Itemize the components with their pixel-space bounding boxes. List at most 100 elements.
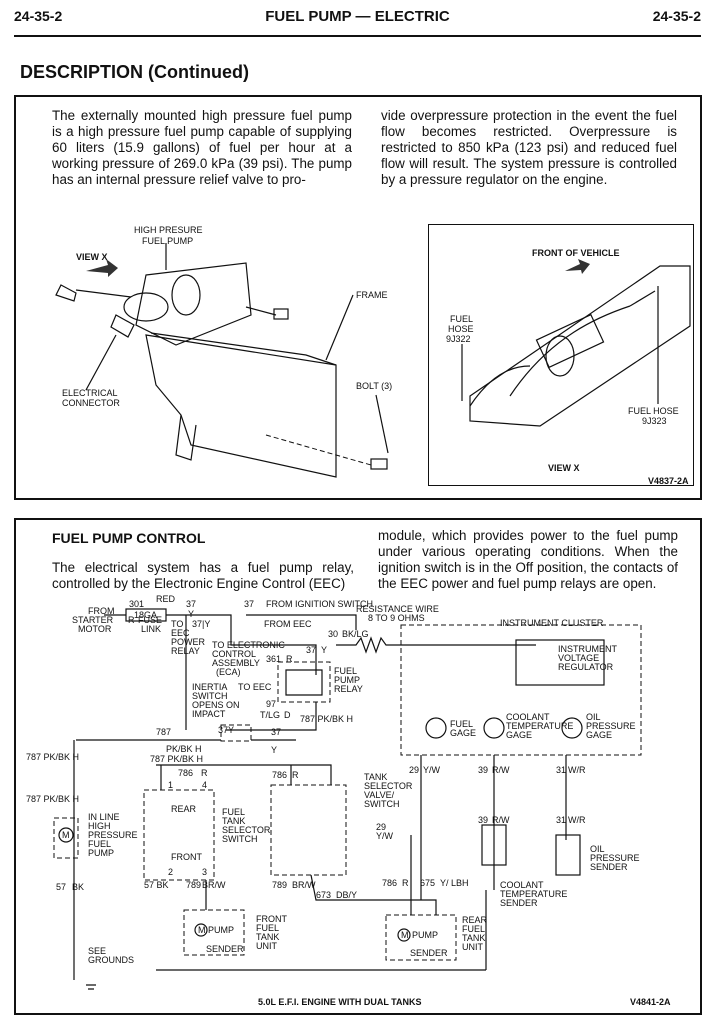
- page-header: 24-35-2 FUEL PUMP — ELECTRIC 24-35-2: [14, 8, 701, 30]
- sch-pkbkh: PK/BK H: [166, 744, 202, 754]
- sch-front-unit-3: TANK: [256, 932, 279, 942]
- label-view-x: VIEW X: [76, 252, 108, 262]
- sch-w789b: 789: [272, 880, 287, 890]
- sch-fuse-link-2: LINK: [141, 624, 161, 634]
- sch-fuse: 18GA: [134, 610, 157, 620]
- sch-to-eec: TO EEC: [238, 682, 272, 692]
- sch-w37a: 37: [186, 599, 196, 609]
- sch-yw2: Y/W: [376, 831, 394, 841]
- sch-relay-3: RELAY: [334, 684, 363, 694]
- sch-ylbh: Y/ LBH: [440, 878, 469, 888]
- sch-instrument-cluster: INSTRUMENT CLUSTER: [500, 618, 604, 628]
- control-title: FUEL PUMP CONTROL: [52, 530, 206, 546]
- sch-r4: R: [292, 770, 299, 780]
- sch-bk: BK: [72, 882, 84, 892]
- sch-front-unit-2: FUEL: [256, 923, 279, 933]
- sch-wr2: W/R: [568, 815, 586, 825]
- control-left-column: The electrical system has a fuel pump re…: [52, 560, 354, 591]
- sch-inertia-1: INERTIA: [192, 682, 227, 692]
- sch-y3: Y: [271, 745, 277, 755]
- schematic-caption: 5.0L E.F.I. ENGINE WITH DUAL TANKS: [258, 997, 422, 1007]
- sch-dby: DB/Y: [336, 890, 357, 900]
- view-x-inset: [428, 224, 694, 486]
- sch-from-starter-1: FROM: [88, 606, 115, 616]
- control-right-column: module, which provides power to the fuel…: [378, 528, 678, 591]
- sch-ivr-3: REGULATOR: [558, 662, 614, 672]
- sch-to-eec-power-1: TO: [171, 619, 183, 629]
- sch-w39b: 39: [478, 815, 488, 825]
- sch-ivr-2: VOLTAGE: [558, 653, 599, 663]
- sch-n4: 4: [202, 780, 207, 790]
- inset-view-x-label: VIEW X: [548, 463, 580, 473]
- sch-coolant-gage-1: COOLANT: [506, 712, 550, 722]
- sch-w787e: 787 PK/BK H: [26, 794, 79, 804]
- sch-r3: R: [201, 768, 208, 778]
- sch-front-unit-1: FRONT: [256, 914, 287, 924]
- sch-rear-unit-1: REAR: [462, 915, 488, 925]
- description-box: [14, 95, 702, 500]
- inset-hose-right-2: 9J323: [642, 416, 667, 426]
- sch-w37y: 37|Y: [192, 619, 210, 629]
- sch-to-eec-power-4: RELAY: [171, 646, 200, 656]
- sch-r5: R: [402, 878, 409, 888]
- sch-to-eca-3: ASSEMBLY: [212, 658, 260, 668]
- sch-inertia-4: IMPACT: [192, 709, 226, 719]
- sch-from-starter-2: STARTER: [72, 615, 114, 625]
- sch-w301: 301: [129, 599, 144, 609]
- sch-front-selector-4: SWITCH: [222, 834, 258, 844]
- sch-oil-sender-1: OIL: [590, 844, 605, 854]
- sch-tank-selector-1: TANK: [364, 772, 387, 782]
- sch-w786c: 786: [382, 878, 397, 888]
- sch-inline-5: PUMP: [88, 848, 114, 858]
- sch-from-eec: FROM EEC: [264, 619, 312, 629]
- sch-tank-selector-4: SWITCH: [364, 799, 400, 809]
- sch-n3: 3: [202, 867, 207, 877]
- description-left-column: The externally mounted high pressure fue…: [52, 108, 352, 187]
- sch-front-unit-4: UNIT: [256, 941, 277, 951]
- sch-see-grounds-1: SEE: [88, 946, 106, 956]
- sch-tank-selector-2: SELECTOR: [364, 781, 413, 791]
- inset-hose-left-1: FUEL: [450, 314, 473, 324]
- inset-hose-left-2: HOSE: [448, 324, 474, 334]
- label-high-pressure-pump-1: HIGH PRESURE: [134, 225, 203, 235]
- sch-n2: 2: [168, 867, 173, 877]
- sch-front-selector-1: FUEL: [222, 807, 245, 817]
- label-bolt: BOLT (3): [356, 381, 392, 391]
- sch-w30: 30: [328, 629, 338, 639]
- sch-ivr-1: INSTRUMENT: [558, 644, 617, 654]
- sch-m-rear: M: [401, 930, 409, 940]
- sch-relay-2: PUMP: [334, 675, 360, 685]
- sch-w787b: 787: [156, 727, 171, 737]
- sch-red: RED: [156, 594, 176, 604]
- sch-w37b: 37: [244, 599, 254, 609]
- sch-sender-rear: SENDER: [410, 948, 448, 958]
- sch-resistance-1: RESISTANCE WIRE: [356, 604, 439, 614]
- sch-yw: Y/W: [423, 765, 441, 775]
- sch-to-eca-2: CONTROL: [212, 649, 256, 659]
- sch-rw: R/W: [492, 765, 510, 775]
- sch-tank-selector-3: VALVE/: [364, 790, 395, 800]
- sch-resistance-2: 8 TO 9 OHMS: [368, 613, 425, 623]
- sch-pump-rear: PUMP: [412, 930, 438, 940]
- sch-oil-gage-1: OIL: [586, 712, 601, 722]
- sch-w37c: 37: [271, 727, 281, 737]
- sch-to-eca-1: TO ELECTRONIC: [212, 640, 285, 650]
- control-box: [14, 518, 702, 1015]
- sch-w673: 673: [316, 890, 331, 900]
- sch-tlg: T/LG: [260, 710, 280, 720]
- inset-hose-left-3: 9J322: [446, 334, 471, 344]
- sch-inertia-3: OPENS ON: [192, 700, 240, 710]
- sch-from-starter-3: MOTOR: [78, 624, 112, 634]
- sch-y2: Y: [321, 645, 327, 655]
- sch-w787a: 787 PK/BK H: [300, 714, 353, 724]
- schematic-figure-id: V4841-2A: [630, 997, 671, 1007]
- sch-front-selector-2: TANK: [222, 816, 245, 826]
- sch-r: R: [128, 615, 135, 625]
- sch-w31: 31: [556, 765, 566, 775]
- sch-brw2: BR/W: [292, 880, 316, 890]
- sch-rear-unit-2: FUEL: [462, 924, 485, 934]
- figure1-id: V4837-2A: [648, 476, 689, 486]
- sch-d: D: [284, 710, 291, 720]
- sch-w97: 97: [266, 699, 276, 709]
- sch-brw: BR/W: [202, 880, 226, 890]
